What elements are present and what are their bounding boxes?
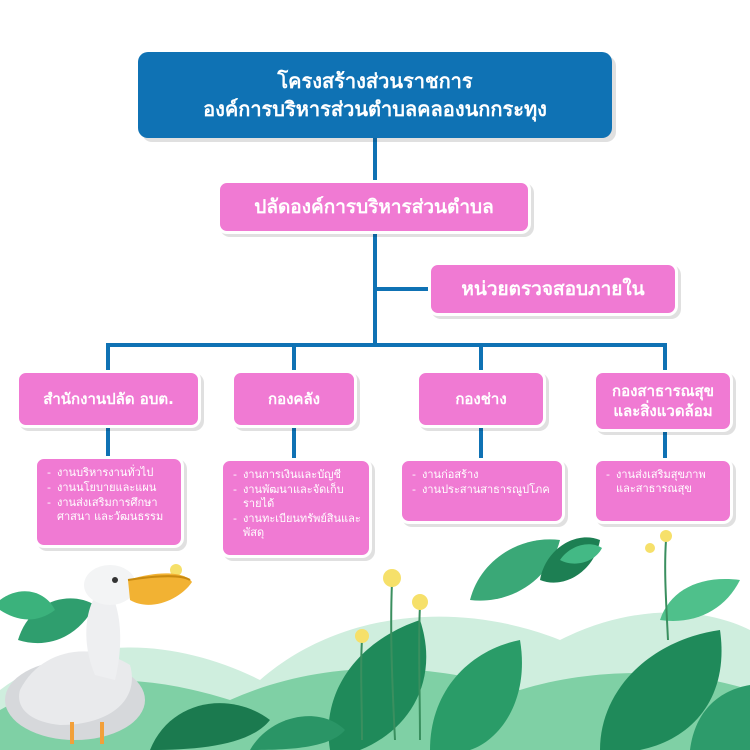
- task-item: งานประสานสาธารณูปโภค: [412, 483, 554, 497]
- flower-icon: [170, 564, 182, 576]
- leaf-shape: [18, 598, 95, 644]
- department-label-line-2: และสิ่งแวดล้อม: [613, 402, 713, 420]
- leaf-shape: [660, 579, 740, 621]
- deputy-label: ปลัดองค์การบริหารส่วนตำบล: [254, 196, 494, 218]
- leaf-shape: [690, 685, 750, 750]
- flower-icon: [645, 543, 655, 553]
- task-item: งานนโยบายและแผน: [47, 481, 173, 495]
- department-box-office: สำนักงานปลัด อบต.: [16, 370, 201, 428]
- department-box-public-health: กองสาธารณสุข และสิ่งแวดล้อม: [593, 370, 733, 432]
- flower-icon: [355, 629, 369, 643]
- leaf-shape: [560, 544, 602, 564]
- task-list-finance: งานการเงินและบัญชี งานพัฒนาและจัดเก็บราย…: [220, 458, 372, 558]
- title-line-1: โครงสร้างส่วนราชการ: [277, 69, 473, 93]
- task-item: งานส่งเสริมสุขภาพ และสาธารณสุข: [606, 468, 722, 496]
- flower-stem: [664, 539, 669, 641]
- task-item: งานพัฒนาและจัดเก็บรายได้: [233, 483, 361, 511]
- leaf-shape: [430, 640, 522, 750]
- task-item: งานการเงินและบัญชี: [233, 468, 361, 482]
- flower-icon: [660, 530, 672, 542]
- task-list-engineering: งานก่อสร้าง งานประสานสาธารณูปโภค: [399, 458, 565, 524]
- leaf-shape: [150, 703, 270, 750]
- task-item: งานก่อสร้าง: [412, 468, 554, 482]
- pelican-illustration: [5, 565, 192, 744]
- flower-icon: [412, 594, 428, 610]
- task-list-public-health: งานส่งเสริมสุขภาพ และสาธารณสุข: [593, 458, 733, 524]
- flower-icon: [383, 569, 401, 587]
- department-box-engineering: กองช่าง: [416, 370, 546, 428]
- leaf-shape: [0, 591, 55, 620]
- task-item: งานส่งเสริมการศึกษา ศาสนา และวัฒนธรรม: [47, 496, 173, 524]
- title-line-2: องค์การบริหารส่วนตำบลคลองนกกระทุง: [203, 97, 547, 121]
- flower-stem: [360, 639, 363, 741]
- internal-audit-label: หน่วยตรวจสอบภายใน: [461, 278, 645, 300]
- internal-audit-box: หน่วยตรวจสอบภายใน: [428, 262, 678, 316]
- task-item: งานทะเบียนทรัพย์สินและพัสดุ: [233, 512, 361, 540]
- task-list-office: งานบริหารงานทั่วไป งานนโยบายและแผน งานส่…: [34, 456, 184, 548]
- department-label-line-1: กองสาธารณสุข: [612, 382, 714, 400]
- flower-stem: [418, 605, 421, 741]
- department-label: กองคลัง: [268, 390, 320, 408]
- department-label: กองช่าง: [455, 390, 507, 408]
- leaf-shape: [470, 539, 560, 601]
- task-item: งานบริหารงานทั่วไป: [47, 466, 173, 480]
- leaf-shape: [250, 716, 345, 750]
- leaf-shape: [600, 630, 722, 750]
- department-label: สำนักงานปลัด อบต.: [43, 390, 174, 408]
- org-title-box: โครงสร้างส่วนราชการ องค์การบริหารส่วนตำบ…: [138, 52, 612, 138]
- deputy-box: ปลัดองค์การบริหารส่วนตำบล: [217, 180, 531, 234]
- leaf-shape: [328, 620, 427, 750]
- department-box-finance: กองคลัง: [231, 370, 357, 428]
- flower-stem: [390, 581, 396, 741]
